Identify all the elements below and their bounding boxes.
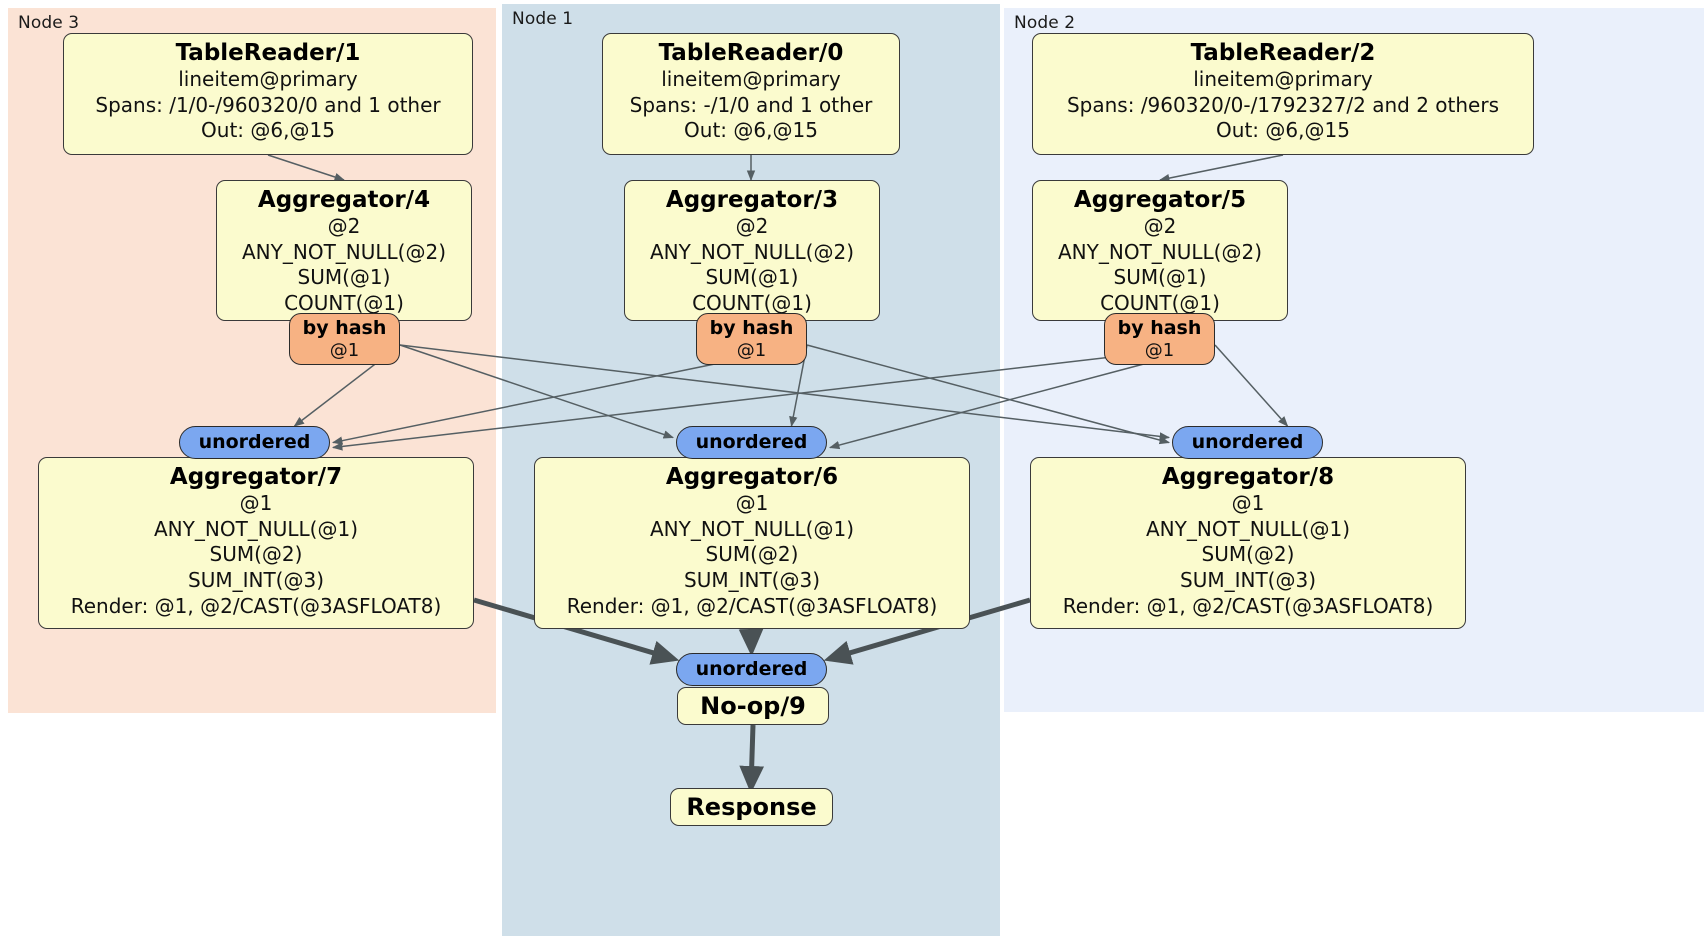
processor-title: TableReader/1 [175,40,361,66]
processor-detail-line: COUNT(@1) [1100,290,1220,315]
processor-detail-line: Out: @6,@15 [201,118,335,143]
processor-detail-line: Spans: /960320/0-/1792327/2 and 2 others [1066,92,1499,117]
processor-title: TableReader/2 [1190,40,1376,66]
processor-detail-line: @1 [239,491,273,516]
processor-detail-line: COUNT(@1) [284,290,404,315]
processor-detail-line: @1 [1231,491,1265,516]
router-type-label: by hash [709,317,794,339]
processor-detail-line: Render: @1, @2/CAST(@3ASFLOAT8) [1062,593,1434,618]
processor-title: Aggregator/8 [1161,464,1335,490]
router-column-label: @1 [1144,339,1175,361]
processor-detail-line: ANY_NOT_NULL(@2) [650,239,854,264]
processor-detail-line: lineitem@primary [661,67,841,92]
processor-title: Aggregator/3 [665,187,839,213]
node-panel-label: Node 2 [1014,13,1076,33]
processor-title: Aggregator/6 [665,464,839,490]
processor-detail-line: SUM(@2) [705,542,799,567]
node-panel-label: Node 3 [18,13,80,33]
output-router-badge-hash5[interactable]: by hash@1 [1104,313,1215,365]
processor-detail-line: Render: @1, @2/CAST(@3ASFLOAT8) [70,593,442,618]
processor-detail-line: @2 [735,214,769,239]
processor-detail-line: Spans: -/1/0 and 1 other [629,92,873,117]
input-synchronizer-badge-un9[interactable]: unordered [676,653,827,686]
processor-detail-line: SUM_INT(@3) [1180,567,1316,592]
input-synchronizer-badge-un7[interactable]: unordered [179,426,330,459]
processor-detail-line: Out: @6,@15 [684,118,818,143]
processor-detail-line: @1 [735,491,769,516]
processor-title: Response [686,792,817,821]
processor-detail-line: ANY_NOT_NULL(@2) [242,239,446,264]
processor-detail-line: SUM(@2) [209,542,303,567]
output-router-badge-hash3[interactable]: by hash@1 [696,313,807,365]
synchronizer-type-label: unordered [1191,430,1304,453]
router-type-label: by hash [302,317,387,339]
processor-detail-line: ANY_NOT_NULL(@1) [154,516,358,541]
processor-detail-line: Out: @6,@15 [1216,118,1350,143]
processor-detail-line: Spans: /1/0-/960320/0 and 1 other [95,92,441,117]
processor-box-noop9[interactable]: No-op/9 [677,687,829,725]
output-router-badge-hash4[interactable]: by hash@1 [289,313,400,365]
processor-detail-line: ANY_NOT_NULL(@1) [650,516,854,541]
node-panel-label: Node 1 [512,9,574,29]
input-synchronizer-badge-un8[interactable]: unordered [1172,426,1323,459]
processor-detail-line: SUM(@1) [1113,265,1207,290]
synchronizer-type-label: unordered [695,430,808,453]
processor-detail-line: SUM_INT(@3) [684,567,820,592]
input-synchronizer-badge-un6[interactable]: unordered [676,426,827,459]
synchronizer-type-label: unordered [198,430,311,453]
router-column-label: @1 [329,339,360,361]
processor-detail-line: SUM(@2) [1201,542,1295,567]
processor-detail-line: Render: @1, @2/CAST(@3ASFLOAT8) [566,593,938,618]
router-column-label: @1 [736,339,767,361]
processor-title: Aggregator/7 [169,464,343,490]
processor-title: No-op/9 [700,691,806,720]
processor-detail-line: @2 [327,214,361,239]
processor-detail-line: SUM(@1) [297,265,391,290]
processor-title: Aggregator/5 [1073,187,1247,213]
processor-detail-line: ANY_NOT_NULL(@1) [1146,516,1350,541]
processor-detail-line: SUM(@1) [705,265,799,290]
processor-title: Aggregator/4 [257,187,431,213]
processor-detail-line: ANY_NOT_NULL(@2) [1058,239,1262,264]
processor-detail-line: lineitem@primary [178,67,358,92]
processor-box-response[interactable]: Response [670,788,833,826]
synchronizer-type-label: unordered [695,657,808,680]
router-type-label: by hash [1117,317,1202,339]
processor-title: TableReader/0 [658,40,844,66]
processor-detail-line: @2 [1143,214,1177,239]
processor-detail-line: lineitem@primary [1193,67,1373,92]
processor-detail-line: SUM_INT(@3) [188,567,324,592]
processor-detail-line: COUNT(@1) [692,290,812,315]
